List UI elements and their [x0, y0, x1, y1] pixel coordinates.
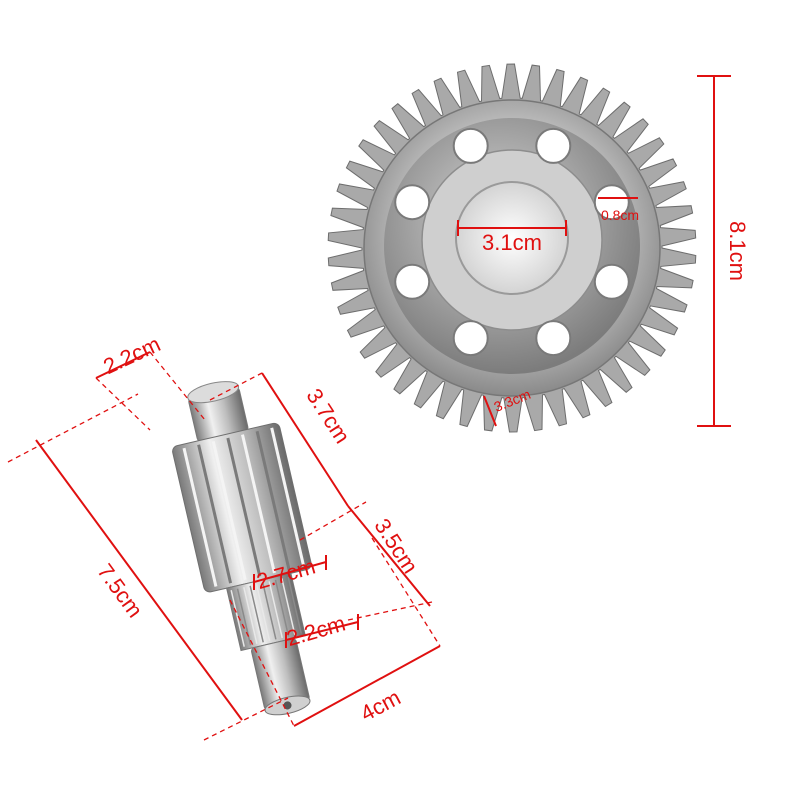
pinion-tooth-groove [197, 444, 233, 584]
spline-grooves [230, 576, 302, 647]
spline-groove [281, 578, 296, 636]
lightening-hole [593, 184, 630, 221]
pinion-tooth-groove [270, 427, 306, 567]
lightening-hole [452, 127, 489, 164]
pinion-tooth-groove [255, 430, 291, 570]
shaft-center-hole [283, 701, 292, 710]
large-gear-lightening-holes [394, 127, 630, 357]
pinion-tooth-groove [241, 434, 276, 574]
hole-diameter-label: 0.8cm [601, 207, 639, 223]
lightening-hole [394, 184, 431, 221]
gear-section-length-label: 3.7cm [301, 384, 355, 448]
spline-groove [249, 585, 264, 643]
overall-length-label: 7.5cm [92, 559, 147, 622]
shaft-top-face [187, 381, 240, 404]
dimension-lines [7, 75, 731, 741]
spline-groove [230, 589, 245, 647]
gear-diameter-label: 4cm [356, 685, 404, 727]
large-gear-bore [455, 181, 569, 295]
spline-groove [255, 584, 271, 641]
pinion-tooth-groove [211, 441, 247, 581]
spline-groove [274, 579, 290, 637]
shaft-top-diameter-label: 2.2cm [99, 331, 164, 379]
lightening-hole [535, 127, 572, 164]
spline-groove [287, 576, 302, 634]
lightening-hole [593, 263, 630, 300]
pinion-tooth-groove [182, 447, 218, 587]
lightening-hole [394, 263, 431, 300]
pinion-tooth-grooves [182, 427, 306, 587]
spline-groove [243, 587, 258, 644]
pinion-tooth-groove [226, 437, 262, 577]
spline-groove [262, 582, 277, 640]
large-spur-gear-image [327, 63, 697, 433]
bore-diameter-label: 3.1cm [482, 230, 542, 255]
outer-diameter-label: 8.1cm [725, 221, 750, 281]
lightening-hole [535, 320, 572, 357]
lightening-hole [452, 320, 489, 357]
pinion-shaft-image [172, 381, 312, 716]
spline-groove [268, 581, 283, 639]
